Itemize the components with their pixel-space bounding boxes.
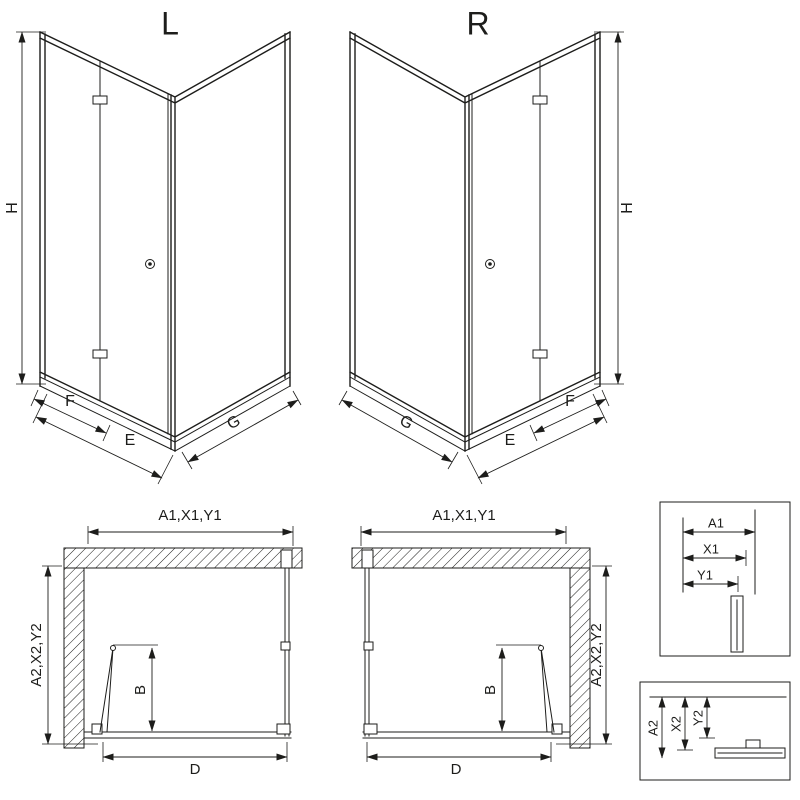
door-hinge-bottom: [532, 349, 548, 359]
dimension-label-width: A1,X1,Y1: [158, 507, 221, 524]
dim-side-right: G: [338, 390, 459, 470]
extension-lines: [466, 393, 608, 485]
extension-lines: [87, 526, 294, 546]
corner-bracket: [276, 723, 291, 735]
dimension-line: [187, 399, 299, 463]
bifold-door-open: [540, 647, 555, 733]
dimension-label-height: H: [4, 202, 21, 214]
dim-entry-right: E: [466, 393, 608, 485]
dim-base-right-plan: D: [366, 742, 552, 778]
dimension-label-f: F: [565, 393, 575, 410]
cabin-glass-outline-left: [39, 31, 291, 452]
dimension-label-a1: A1: [708, 515, 724, 530]
dimension-label-y1: Y1: [697, 567, 713, 582]
detail-view-depth-profile: A2 X2 Y2: [639, 681, 791, 781]
dimension-line: [341, 399, 453, 463]
door-fold-lines-right: [471, 60, 541, 435]
dimension-label-depth: A2,X2,Y2: [28, 623, 45, 686]
door-hinge-top: [92, 95, 108, 105]
dim-base-left-plan: D: [102, 742, 288, 778]
dimension-label-e: E: [125, 432, 136, 449]
perspective-view-right: R H F E G: [338, 5, 636, 485]
detail-view-width-profile: A1 X1 Y1: [659, 501, 791, 657]
dim-door-right-plan: B: [482, 644, 541, 732]
extension-lines: [360, 526, 567, 546]
dimension-line: [477, 416, 605, 479]
door-fold-pivot: [538, 645, 544, 651]
dimension-label-f: F: [65, 393, 75, 410]
dimension-label-base: D: [451, 761, 462, 778]
bifold-door-open: [99, 647, 114, 733]
door-hinge-top: [532, 95, 548, 105]
dimension-label-x1: X1: [703, 541, 719, 556]
cabin-tray-right: [349, 371, 601, 452]
door-fold-lines-left: [99, 60, 169, 435]
wall-profile-top: [361, 549, 374, 569]
dimension-label-depth: A2,X2,Y2: [588, 623, 605, 686]
dim-depth-left-plan: A2,X2,Y2: [28, 565, 98, 745]
dimension-label-door: B: [482, 685, 499, 695]
door-pivot-bracket: [551, 723, 563, 735]
plan-cabin-left: [83, 567, 292, 739]
door-fold-pivot: [110, 645, 116, 651]
corner-bracket: [363, 723, 378, 735]
extension-lines: [32, 393, 174, 485]
extension-lines: [338, 390, 459, 470]
door-knob-center: [488, 262, 492, 266]
plan-cabin-right: [362, 567, 571, 739]
wall-top-hatched: [351, 547, 591, 569]
dimension-label-height: H: [619, 202, 636, 214]
dim-height-left: H: [4, 31, 46, 385]
variant-label-right: R: [466, 5, 489, 41]
dimension-label-x2: X2: [668, 716, 683, 732]
detail-frame: [659, 501, 791, 657]
dimension-label-a2: A2: [645, 720, 660, 736]
door-pivot-bracket: [91, 723, 103, 735]
dim-side-left: G: [181, 390, 302, 470]
plan-view-right: A1,X1,Y1 A2,X2,Y2 B D: [351, 507, 612, 778]
panel-bracket: [280, 641, 291, 651]
wall-top-hatched: [63, 547, 303, 569]
cabin-glass-outline-right: [349, 31, 601, 452]
wall-right-hatched: [569, 567, 591, 749]
dimension-label-y2: Y2: [690, 710, 705, 726]
dim-door-left-plan: B: [113, 644, 158, 732]
extension-lines: [102, 742, 288, 762]
panel-bracket: [363, 641, 374, 651]
dimension-label-width: A1,X1,Y1: [432, 507, 495, 524]
wall-left-hatched: [63, 567, 85, 749]
dimension-label-g: G: [397, 412, 416, 433]
detail-frame: [639, 681, 791, 781]
wall-profile-top: [280, 549, 293, 569]
dimension-line: [35, 416, 163, 479]
dim-height-right: H: [594, 31, 636, 385]
dim-entry-left: E: [32, 393, 174, 485]
dim-width-left-plan: A1,X1,Y1: [87, 507, 294, 546]
dimension-label-base: D: [190, 761, 201, 778]
extension-lines: [366, 742, 552, 762]
perspective-view-left: L H F E G: [4, 5, 302, 485]
dimension-label-door: B: [132, 685, 149, 695]
cabin-tray-left: [39, 371, 291, 452]
dim-depth-right-plan: A2,X2,Y2: [556, 565, 612, 745]
dim-width-right-plan: A1,X1,Y1: [360, 507, 567, 546]
variant-label-left: L: [161, 5, 179, 41]
profile-bracket: [745, 739, 761, 749]
door-hinge-bottom: [92, 349, 108, 359]
dimension-label-g: G: [224, 412, 243, 433]
dimension-label-e: E: [505, 432, 516, 449]
extension-lines: [181, 390, 302, 470]
door-knob-center: [148, 262, 152, 266]
plan-view-left: A1,X1,Y1 A2,X2,Y2 B D: [28, 507, 303, 778]
